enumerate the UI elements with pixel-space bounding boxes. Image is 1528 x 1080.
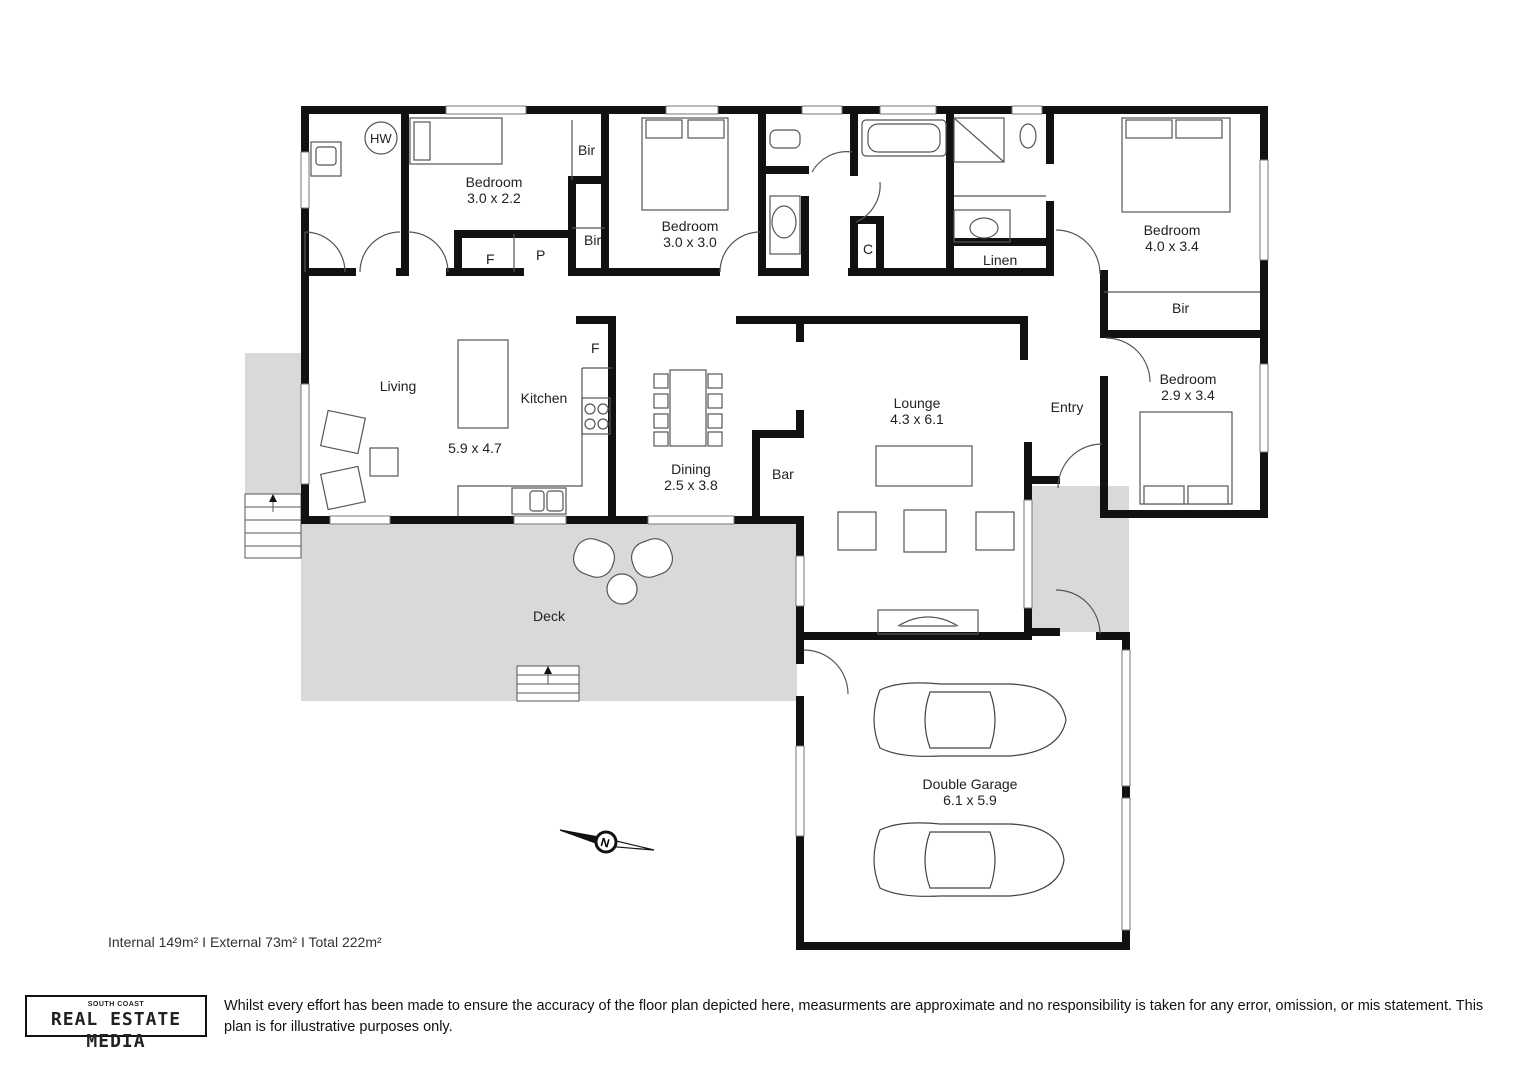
compass-letter: N xyxy=(599,835,611,851)
furniture xyxy=(319,369,1015,605)
brand-logo: SOUTH COAST REAL ESTATE MEDIA xyxy=(25,995,207,1052)
room-name: Dining xyxy=(671,461,711,477)
deck-steps xyxy=(516,665,580,702)
room-bedroom-2: Bedroom 3.0 x 3.0 xyxy=(640,218,740,250)
room-dims: 2.5 x 3.8 xyxy=(664,477,718,493)
room-dims: 6.1 x 5.9 xyxy=(943,792,997,808)
label-bir-3: Bir xyxy=(1172,300,1190,316)
room-name: Bedroom xyxy=(465,174,523,190)
label-c: C xyxy=(863,241,874,257)
room-lounge: Lounge 4.3 x 6.1 xyxy=(872,395,962,427)
room-name: Bedroom xyxy=(661,218,719,234)
porch-area xyxy=(1032,486,1129,632)
cars xyxy=(873,682,1067,897)
compass-icon xyxy=(559,829,655,854)
room-name: Bedroom xyxy=(1159,371,1217,387)
room-dims: 3.0 x 2.2 xyxy=(467,190,521,206)
room-dims: 4.0 x 3.4 xyxy=(1145,238,1199,254)
label-hw: HW xyxy=(370,131,392,146)
room-living: Living xyxy=(368,378,428,394)
room-name: Lounge xyxy=(893,395,941,411)
room-bedroom-1: Bedroom 3.0 x 2.2 xyxy=(444,174,544,206)
disclaimer-text: Whilst every effort has been made to ens… xyxy=(224,998,1484,1035)
room-name: Entry xyxy=(1050,399,1084,415)
room-garage: Double Garage 6.1 x 5.9 xyxy=(900,776,1040,808)
area-summary: Internal 149m² I External 73m² I Total 2… xyxy=(108,934,382,950)
room-bedroom-4: Bedroom 2.9 x 3.4 xyxy=(1138,371,1238,403)
room-name: Kitchen xyxy=(520,390,568,406)
label-f-1: F xyxy=(486,251,495,267)
room-bedroom-3: Bedroom 4.0 x 3.4 xyxy=(1122,222,1222,254)
room-dims: 5.9 x 4.7 xyxy=(448,440,502,456)
cabinetry xyxy=(310,120,1260,635)
label-bir-2: Bir xyxy=(584,232,602,248)
side-steps xyxy=(244,493,302,559)
room-dims: 3.0 x 3.0 xyxy=(663,234,717,250)
room-kitchen: Kitchen xyxy=(512,390,576,406)
bathroom-fixtures xyxy=(769,117,1037,255)
room-living-dims: 5.9 x 4.7 xyxy=(435,440,515,456)
room-name: Double Garage xyxy=(922,776,1018,792)
room-name: Deck xyxy=(533,608,565,624)
doors xyxy=(304,151,1151,695)
room-entry: Entry xyxy=(1040,399,1094,415)
label-f-2: F xyxy=(591,340,600,356)
room-dims: 4.3 x 6.1 xyxy=(890,411,944,427)
label-p: P xyxy=(536,247,546,263)
beds xyxy=(409,117,1233,505)
room-name: Bedroom xyxy=(1143,222,1201,238)
room-dims: 2.9 x 3.4 xyxy=(1161,387,1215,403)
room-name: Living xyxy=(379,378,417,394)
label-bir-1: Bir xyxy=(578,142,596,158)
brand-main: REAL ESTATE MEDIA xyxy=(50,1009,182,1052)
label-linen: Linen xyxy=(983,252,1018,268)
brand-top: SOUTH COAST xyxy=(87,1001,145,1008)
label-bar: Bar xyxy=(772,466,794,482)
room-deck: Deck xyxy=(522,608,576,624)
room-dining: Dining 2.5 x 3.8 xyxy=(646,461,736,493)
windows xyxy=(300,105,1269,931)
